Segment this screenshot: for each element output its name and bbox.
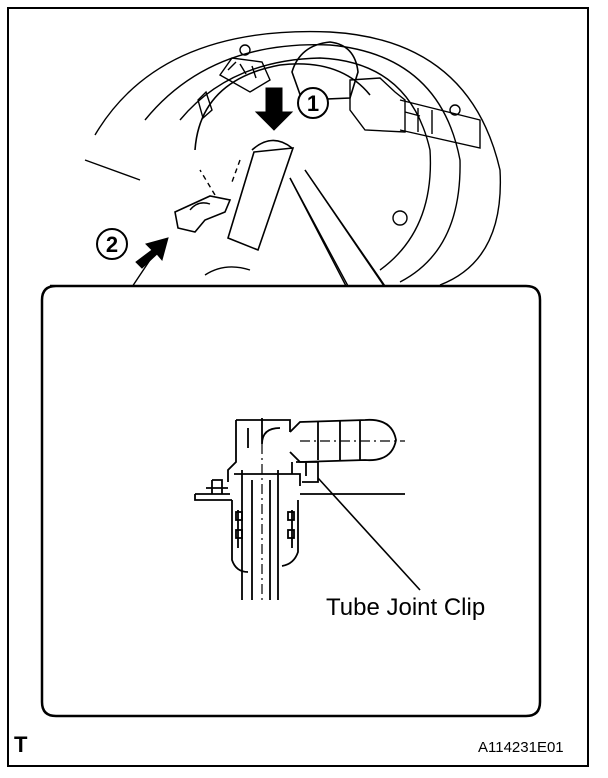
figure-code: A114231E01	[478, 739, 564, 756]
step-1-arrow	[254, 87, 294, 131]
overview-illustration	[84, 30, 502, 291]
step-2-arrow	[135, 237, 169, 269]
step-2-number: 2	[106, 232, 118, 257]
step-1-badge: 1	[297, 87, 329, 119]
outer-border	[7, 7, 589, 767]
detail-inset-frame	[40, 284, 542, 718]
inset-leader-right	[304, 169, 385, 287]
step-1-number: 1	[307, 91, 319, 116]
clip-leader-line	[317, 477, 421, 591]
corner-mark: T	[14, 732, 28, 757]
tube-joint-clip-label: Tube Joint Clip	[326, 594, 486, 621]
inset-leader-left	[289, 177, 347, 287]
step-2-badge: 2	[96, 228, 128, 260]
detail-cross-section	[194, 418, 405, 600]
